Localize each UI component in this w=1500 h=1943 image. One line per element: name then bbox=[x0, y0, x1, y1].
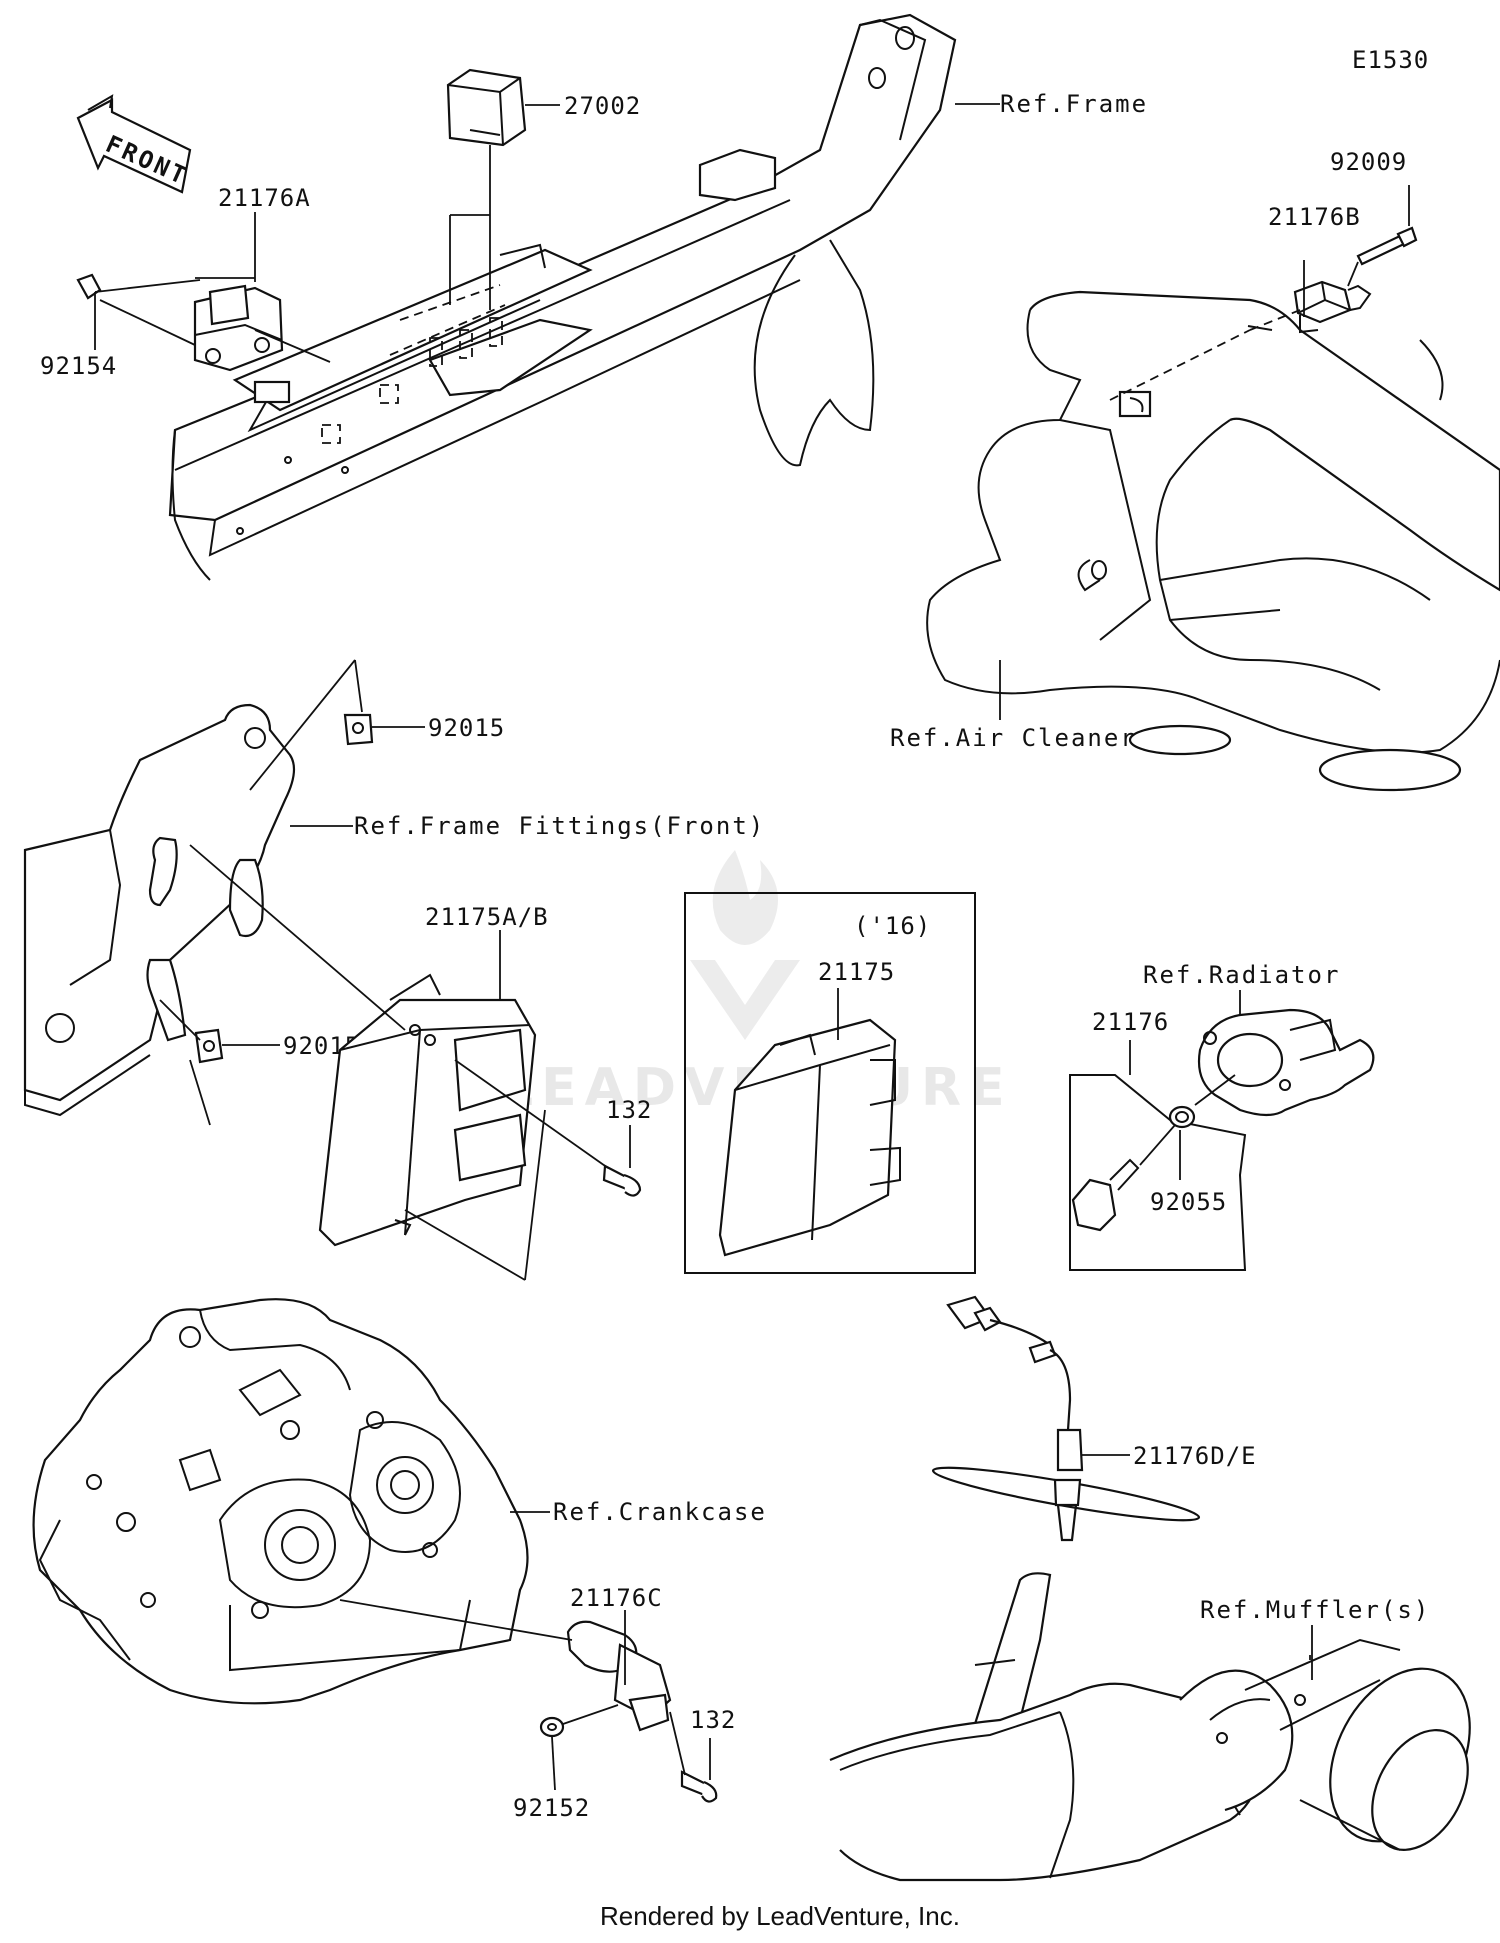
label-21176C: 21176C bbox=[570, 1584, 663, 1612]
washer-92152: 92152 bbox=[513, 1704, 619, 1822]
air-cleaner-assembly: Ref.Air Cleaner bbox=[890, 290, 1500, 792]
label-21176: 21176 bbox=[1092, 1008, 1169, 1036]
frame-assembly bbox=[168, 13, 957, 581]
label-21176B: 21176B bbox=[1268, 203, 1361, 231]
screw-92009: 92009 bbox=[1330, 148, 1418, 287]
sensor-21176A: 21176A bbox=[193, 184, 331, 372]
label-ref-muffler: Ref.Muffler(s) bbox=[1200, 1596, 1430, 1624]
label-27002: 27002 bbox=[564, 92, 641, 120]
label-21176DE: 21176D/E bbox=[1133, 1442, 1257, 1470]
ecu-21175AB: 21175A/B bbox=[189, 844, 549, 1281]
nut-92015-top: 92015 bbox=[249, 659, 505, 791]
label-ref-crankcase: Ref.Crankcase bbox=[553, 1498, 767, 1526]
front-arrow-icon: FRONT bbox=[76, 94, 193, 194]
label-ref-frame-fittings: Ref.Frame Fittings(Front) bbox=[354, 812, 765, 840]
label-ref-air-cleaner: Ref.Air Cleaner bbox=[890, 724, 1137, 752]
sensor-21176C: 21176C bbox=[339, 1584, 672, 1732]
diagram-code: E1530 bbox=[1352, 46, 1429, 74]
label-92015-top: 92015 bbox=[428, 714, 505, 742]
footer-credit: Rendered by LeadVenture, Inc. bbox=[600, 1901, 960, 1931]
nut-92015-bottom: 92015 bbox=[159, 999, 359, 1126]
label-21175: 21175 bbox=[818, 958, 895, 986]
label-21176A: 21176A bbox=[218, 184, 311, 212]
label-year-16: ('16) bbox=[854, 912, 931, 940]
label-92152: 92152 bbox=[513, 1794, 590, 1822]
ecu-21175-box: ('16) 21175 bbox=[684, 892, 976, 1274]
frame-fittings-assembly bbox=[23, 703, 296, 1117]
relay-27002: 27002 bbox=[446, 68, 641, 310]
bolt-132-bottom: 132 bbox=[669, 1706, 736, 1803]
label-92009: 92009 bbox=[1330, 148, 1407, 176]
label-92055: 92055 bbox=[1150, 1188, 1227, 1216]
label-92154: 92154 bbox=[40, 352, 117, 380]
crankcase-assembly: Ref.Crankcase bbox=[32, 1298, 767, 1705]
muffler-assembly: Ref.Muffler(s) bbox=[829, 1572, 1471, 1882]
label-21175AB: 21175A/B bbox=[425, 903, 549, 931]
label-ref-radiator: Ref.Radiator bbox=[1143, 961, 1340, 989]
label-132-bottom: 132 bbox=[690, 1706, 736, 1734]
radiator-fitting: Ref.Radiator bbox=[1143, 961, 1375, 1117]
sensor-21176B: 21176B bbox=[1109, 203, 1372, 401]
bolt-92154: 92154 bbox=[40, 273, 201, 380]
label-132-top: 132 bbox=[606, 1096, 652, 1124]
sensor-21176-box: 21176 92055 bbox=[1069, 1008, 1247, 1271]
bolt-132-top: 132 bbox=[454, 1059, 652, 1197]
label-ref-frame: Ref.Frame bbox=[1000, 90, 1148, 118]
o2-sensor-21176DE: 21176D/E bbox=[931, 1295, 1257, 1542]
